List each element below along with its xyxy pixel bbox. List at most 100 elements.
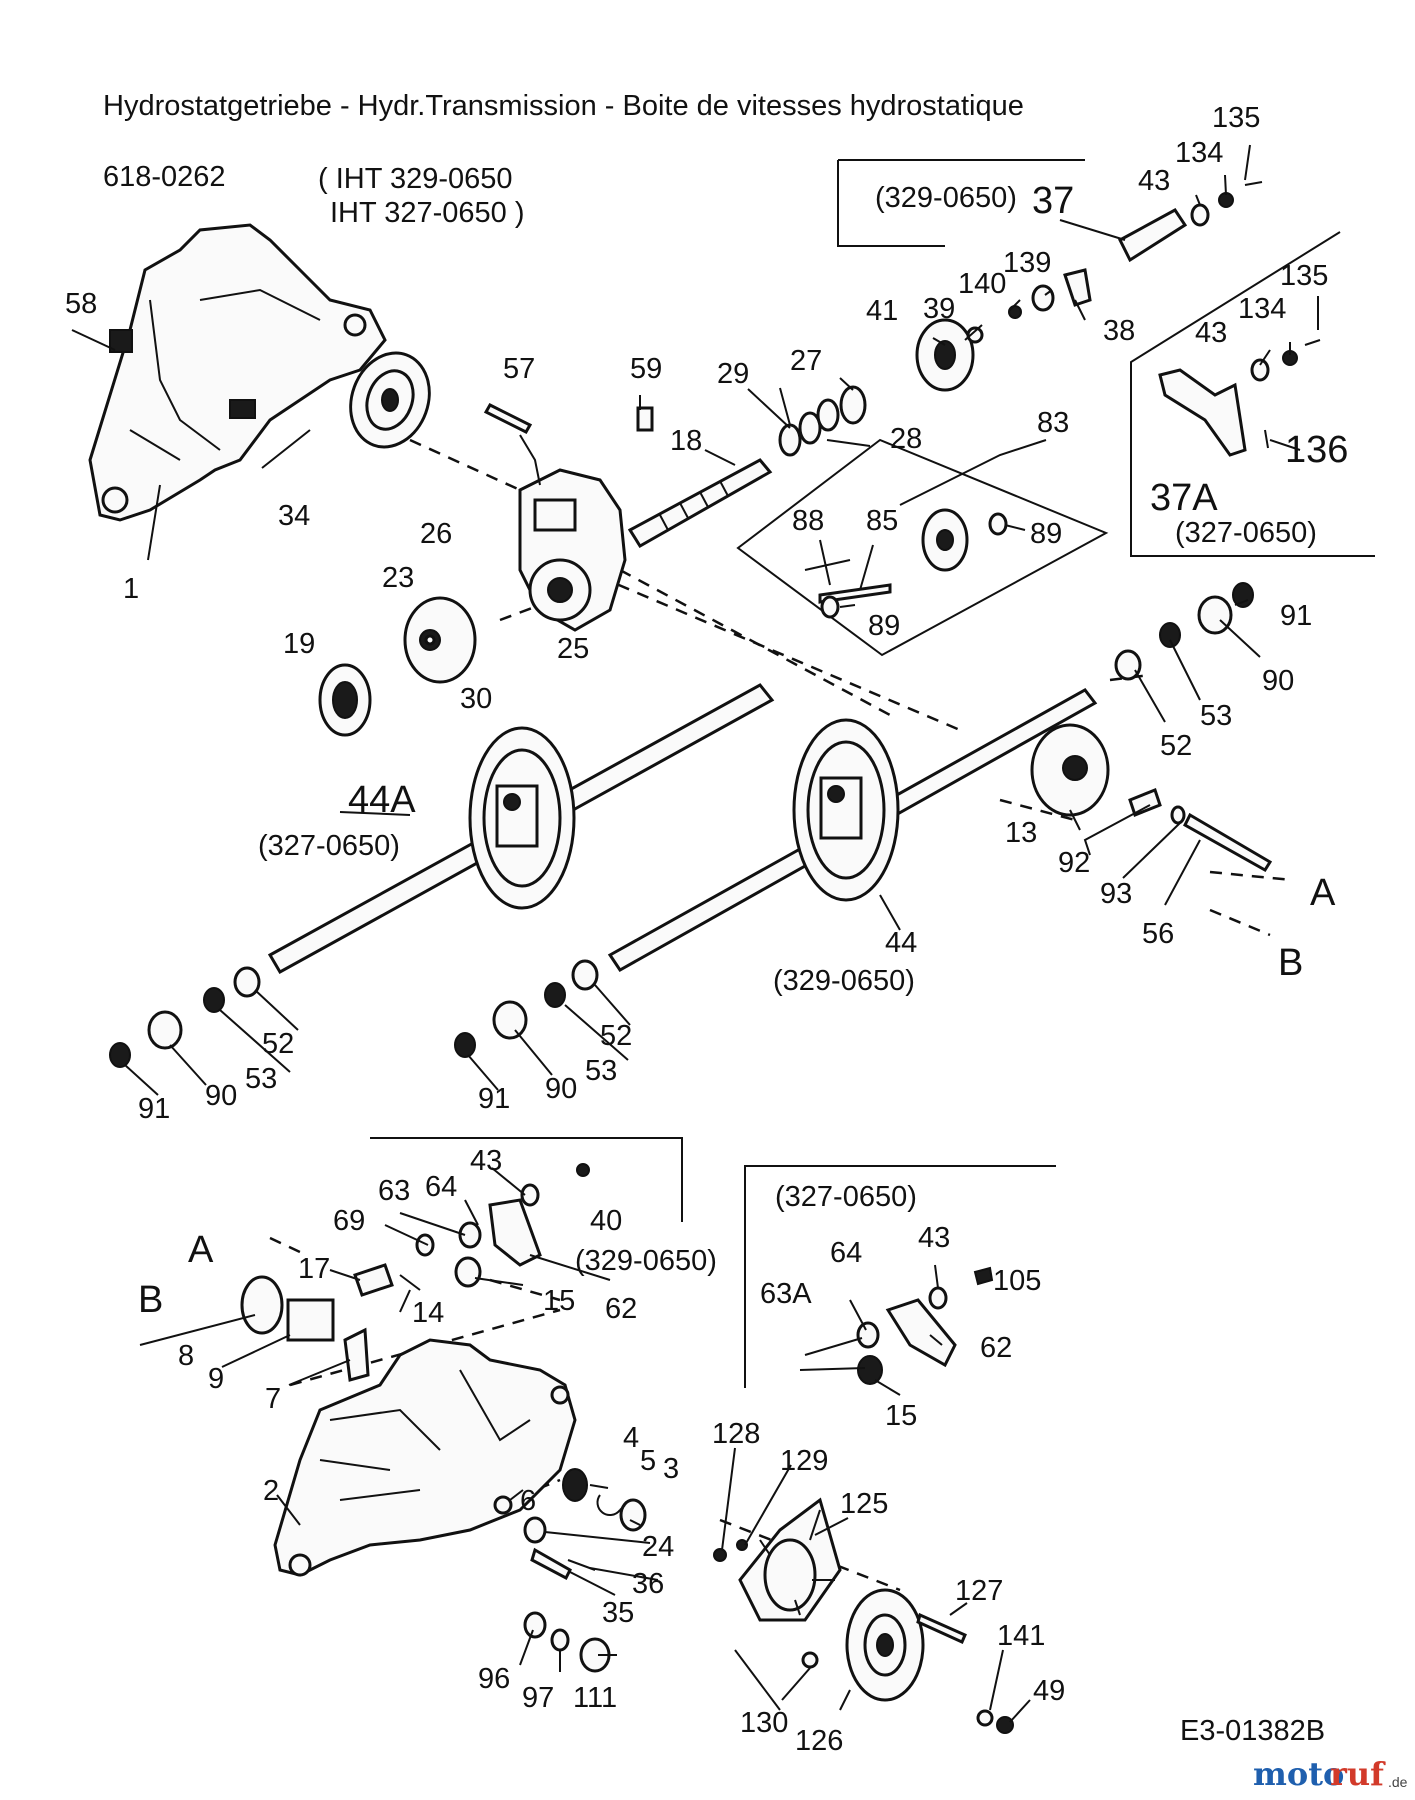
part-35 — [530, 1547, 572, 1581]
callout-90-a: 90 — [1262, 665, 1294, 697]
callout-18: 18 — [670, 425, 702, 457]
callout-15-a: 15 — [543, 1285, 575, 1317]
washer-part-53c — [544, 982, 566, 1008]
assembly-line — [1209, 908, 1271, 937]
callout-15-b: 15 — [885, 1400, 917, 1432]
callout-91-a: 91 — [1280, 600, 1312, 632]
ring-part-5 — [596, 1494, 621, 1516]
callout-134-b: 134 — [1238, 293, 1286, 325]
part-39 — [966, 326, 984, 344]
seal-part-91c — [454, 1032, 476, 1058]
part-136 — [1264, 429, 1269, 449]
bracket-part-38 — [1063, 268, 1092, 307]
washer-part-53a — [1159, 622, 1181, 648]
callout-136: 136 — [1285, 429, 1348, 471]
callout-111: 111 — [573, 1682, 617, 1714]
gear-part-83 — [921, 508, 969, 572]
callout-53-b: 53 — [245, 1063, 277, 1095]
pin-part-85 — [818, 583, 892, 604]
callout-41: 41 — [866, 295, 898, 327]
assembly-line — [1209, 870, 1293, 882]
callout-85: 85 — [866, 505, 898, 537]
part-88 — [804, 559, 851, 571]
callout-135-a: 135 — [1212, 102, 1260, 134]
washer-part-52a — [1114, 649, 1142, 681]
variant-329-0650-c: (329-0650) — [575, 1245, 717, 1277]
part-14 — [399, 1274, 421, 1291]
callout-43-a: 43 — [1138, 165, 1170, 197]
connector-A-lower: A — [188, 1229, 214, 1271]
input-shaft-part-18 — [627, 458, 773, 549]
bearing-part-19 — [318, 663, 372, 737]
callout-91-c: 91 — [478, 1083, 510, 1115]
callout-105: 105 — [993, 1265, 1041, 1297]
assembly-line — [499, 603, 541, 622]
callout-39: 39 — [923, 293, 955, 325]
callout-140: 140 — [958, 268, 1006, 300]
callout-52-a: 52 — [1160, 730, 1192, 762]
watermark-part1: moto — [1253, 1755, 1344, 1793]
lower-housing-part-2 — [273, 1338, 577, 1577]
callout-43-d: 43 — [918, 1222, 950, 1254]
callout-58: 58 — [65, 288, 97, 320]
callout-127: 127 — [955, 1575, 1003, 1607]
part-96 — [523, 1611, 547, 1639]
callout-89-b: 89 — [868, 610, 900, 642]
part-43c — [520, 1183, 540, 1207]
gear-part-44 — [792, 718, 900, 902]
part-3 — [619, 1498, 647, 1532]
callout-35: 35 — [602, 1597, 634, 1629]
part-97 — [550, 1628, 570, 1652]
diagram-title: Hydrostatgetriebe - Hydr.Transmission - … — [103, 90, 1024, 122]
bolt-part-127 — [916, 1612, 967, 1644]
callout-28: 28 — [890, 423, 922, 455]
lever-part-62a — [488, 1198, 542, 1267]
callout-57: 57 — [503, 353, 535, 385]
part-135a — [1244, 181, 1263, 186]
seal-part-91b — [109, 1042, 131, 1068]
callout-43-b: 43 — [1195, 317, 1227, 349]
frame-329-37 — [837, 159, 1085, 247]
callout-56: 56 — [1142, 918, 1174, 950]
callout-17: 17 — [298, 1253, 330, 1285]
washer-part-53b — [203, 987, 225, 1013]
part-141 — [976, 1709, 994, 1727]
frame-83 — [736, 438, 1109, 657]
callout-36: 36 — [632, 1568, 664, 1600]
pulley-part-34 — [349, 351, 431, 449]
callout-135-b: 135 — [1280, 260, 1328, 292]
variant-327-0650-a: (327-0650) — [1175, 517, 1317, 549]
callout-126: 126 — [795, 1725, 843, 1757]
center-case-part-26 — [518, 468, 627, 632]
variant-327-0650-b: (327-0650) — [258, 830, 400, 862]
drawing-id: E3-01382B — [1180, 1715, 1325, 1747]
assembly-line — [1109, 673, 1151, 682]
assembly-line — [409, 438, 521, 492]
lever-part-62b — [885, 1298, 957, 1368]
lever-part-37 — [1118, 208, 1188, 263]
part-139 — [1031, 284, 1055, 312]
callout-37A: 37A — [1150, 477, 1218, 519]
callout-8: 8 — [178, 1340, 194, 1372]
assembly-line — [619, 568, 891, 717]
plate-part-7 — [343, 1327, 370, 1382]
callout-93: 93 — [1100, 878, 1132, 910]
connector-A-upper: A — [1310, 872, 1336, 914]
model-note-line1: ( IHT 329-0650 — [318, 163, 513, 195]
callout-40: 40 — [590, 1205, 622, 1237]
part-63 — [458, 1221, 482, 1249]
washer-part-52c — [571, 959, 599, 991]
part-63A — [856, 1321, 880, 1349]
callout-27: 27 — [790, 345, 822, 377]
watermark-logo: moto ruf .de — [1253, 1755, 1408, 1793]
part-129 — [736, 1539, 748, 1551]
callout-9: 9 — [208, 1363, 224, 1395]
callout-34: 34 — [278, 500, 310, 532]
callout-91-b: 91 — [138, 1093, 170, 1125]
part-43b — [1250, 358, 1270, 382]
callout-53-c: 53 — [585, 1055, 617, 1087]
shaft-part-56 — [1183, 812, 1273, 873]
part-134a — [1218, 192, 1234, 208]
